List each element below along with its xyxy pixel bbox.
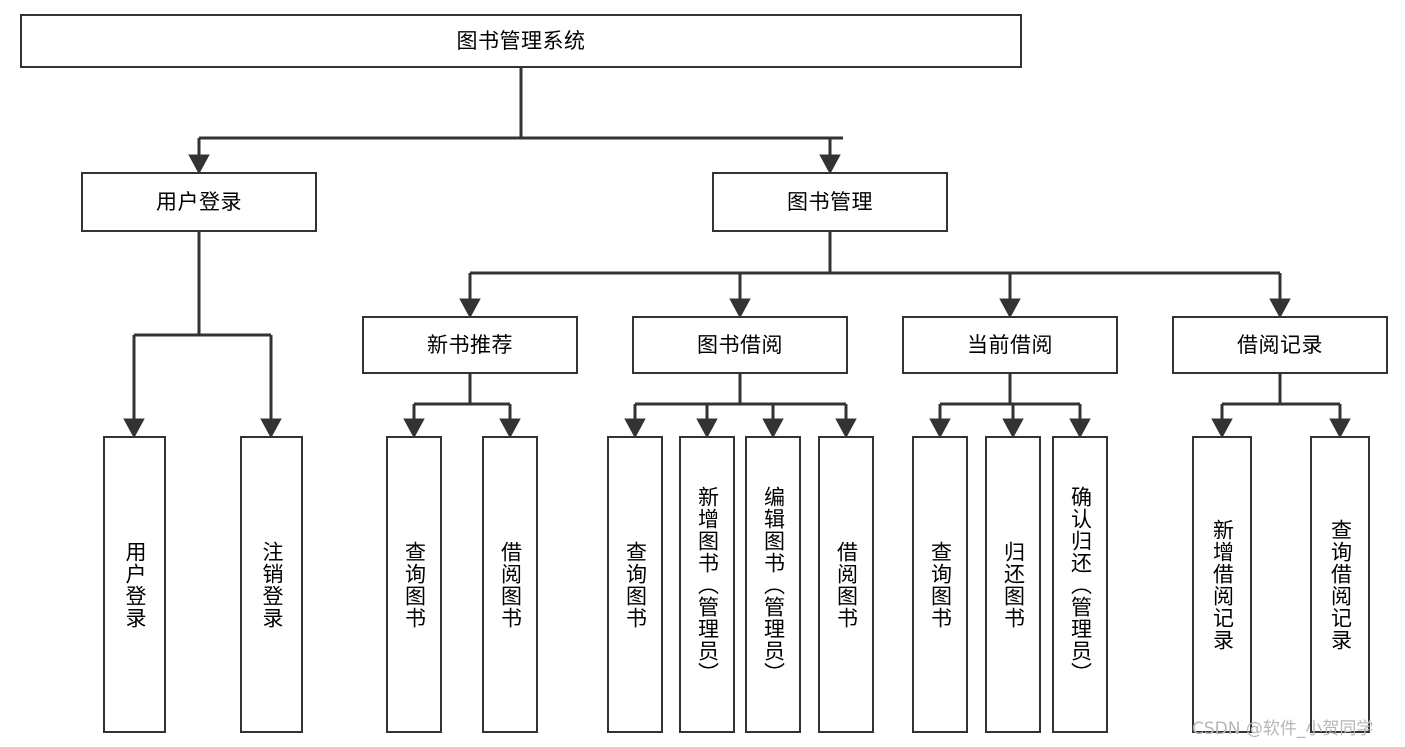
node-leaf-borrow-book-1-label: 借阅图书 [498, 540, 523, 629]
node-leaf-return-book-label: 归还图书 [1001, 540, 1026, 629]
node-book-manage-label: 图书管理 [787, 189, 873, 214]
node-current-borrow-label: 当前借阅 [967, 332, 1053, 357]
node-root-label: 图书管理系统 [456, 28, 586, 53]
node-leaf-borrow-book-2[interactable]: 借阅图书 [818, 436, 874, 733]
node-leaf-query-book-2-label: 查询图书 [623, 540, 648, 629]
node-user-login-label: 用户登录 [156, 189, 242, 214]
node-leaf-query-book-3[interactable]: 查询图书 [912, 436, 968, 733]
node-leaf-query-record-label: 查询借阅记录 [1328, 518, 1353, 651]
node-leaf-query-book-1-label: 查询图书 [402, 540, 427, 629]
node-leaf-return-book[interactable]: 归还图书 [985, 436, 1041, 733]
node-current-borrow[interactable]: 当前借阅 [902, 316, 1118, 374]
node-book-borrow-label: 图书借阅 [697, 332, 783, 357]
node-leaf-add-book[interactable]: 新增图书（管理员） [679, 436, 735, 733]
node-leaf-borrow-book-2-label: 借阅图书 [834, 540, 859, 629]
node-leaf-user-logout-label: 注销登录 [259, 540, 284, 629]
node-leaf-borrow-book-1[interactable]: 借阅图书 [482, 436, 538, 733]
node-leaf-edit-book[interactable]: 编辑图书（管理员） [745, 436, 801, 733]
node-book-manage[interactable]: 图书管理 [712, 172, 948, 232]
node-leaf-add-book-label: 新增图书（管理员） [695, 485, 720, 684]
node-leaf-query-book-2[interactable]: 查询图书 [607, 436, 663, 733]
node-leaf-edit-book-label: 编辑图书（管理员） [761, 485, 786, 684]
node-leaf-user-logout[interactable]: 注销登录 [240, 436, 303, 733]
node-borrow-record-label: 借阅记录 [1237, 332, 1323, 357]
node-leaf-add-record[interactable]: 新增借阅记录 [1192, 436, 1252, 733]
node-leaf-query-book-1[interactable]: 查询图书 [386, 436, 442, 733]
node-leaf-user-login[interactable]: 用户登录 [103, 436, 166, 733]
node-new-book-recommend-label: 新书推荐 [427, 332, 513, 357]
node-leaf-query-record[interactable]: 查询借阅记录 [1310, 436, 1370, 733]
node-leaf-confirm-return[interactable]: 确认归还（管理员） [1052, 436, 1108, 733]
node-user-login[interactable]: 用户登录 [81, 172, 317, 232]
node-new-book-recommend[interactable]: 新书推荐 [362, 316, 578, 374]
watermark: CSDN @软件_小贺同学 [1192, 719, 1374, 739]
node-leaf-query-book-3-label: 查询图书 [928, 540, 953, 629]
node-book-borrow[interactable]: 图书借阅 [632, 316, 848, 374]
node-root[interactable]: 图书管理系统 [20, 14, 1022, 68]
node-leaf-add-record-label: 新增借阅记录 [1210, 518, 1235, 651]
node-leaf-confirm-return-label: 确认归还（管理员） [1068, 485, 1093, 684]
node-leaf-user-login-label: 用户登录 [122, 540, 147, 629]
node-borrow-record[interactable]: 借阅记录 [1172, 316, 1388, 374]
